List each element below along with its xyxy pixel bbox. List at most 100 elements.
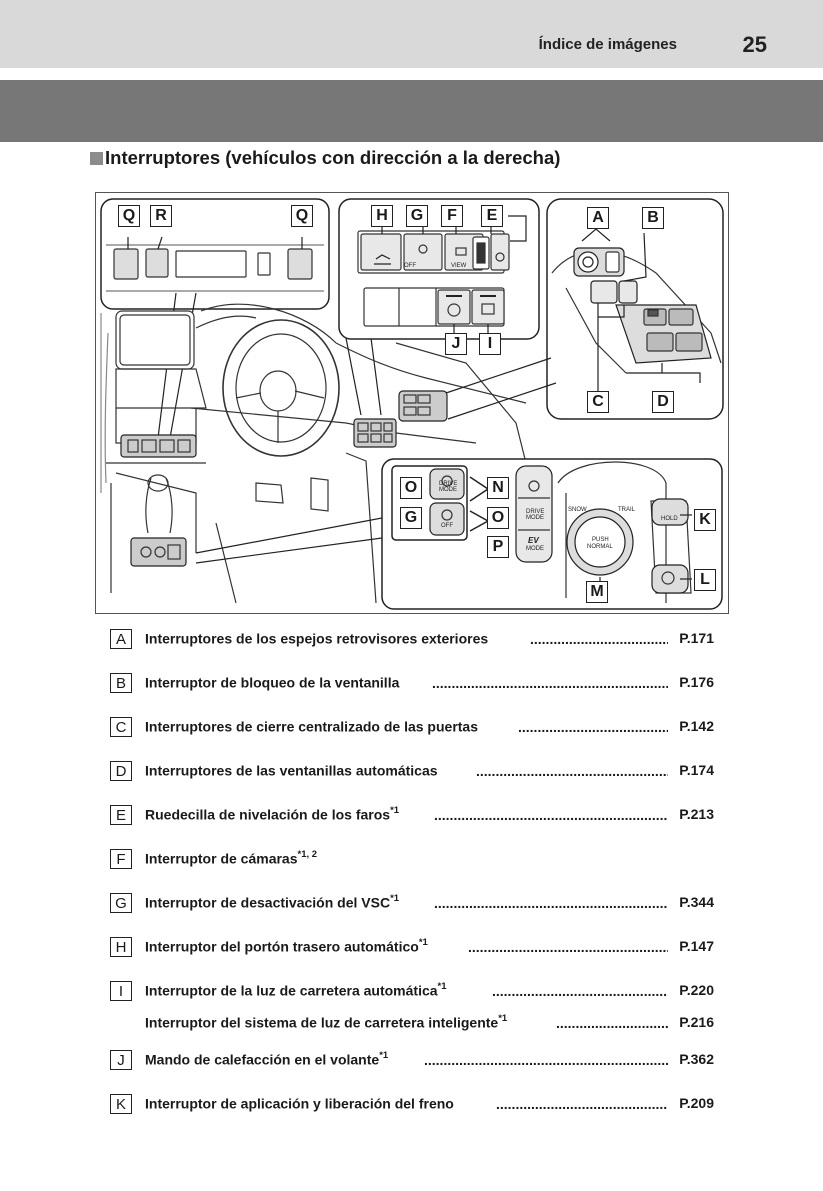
callout-g-bottom: G: [400, 507, 422, 529]
snow-text: SNOW: [568, 507, 587, 513]
page-link[interactable]: P.362: [678, 1051, 714, 1067]
ref-letter: I: [110, 981, 132, 1001]
camera-view-text: VIEW: [451, 263, 467, 269]
title-band: [0, 80, 823, 142]
list-item: I Interruptor de la luz de carretera aut…: [110, 980, 714, 1002]
page-link[interactable]: P.176: [678, 674, 714, 690]
callout-o-right: O: [487, 507, 509, 529]
drive-mode-text-4: MODE: [526, 515, 544, 521]
ref-letter: H: [110, 937, 132, 957]
callout-a: A: [587, 207, 609, 229]
page-link[interactable]: P.209: [678, 1095, 714, 1111]
leader-dots: ........................................…: [476, 763, 668, 779]
list-item: Interruptor del sistema de luz de carret…: [110, 1012, 714, 1034]
leader-dots: ........................................…: [434, 807, 668, 823]
list-item: D Interruptores de las ventanillas autom…: [110, 760, 714, 782]
page-number: 25: [742, 32, 767, 57]
ref-text: Interruptor del portón trasero automátic…: [145, 937, 428, 955]
heading-text: Interruptores (vehículos con dirección a…: [105, 147, 561, 168]
callout-m: M: [586, 581, 608, 603]
leader-dots: ........................................…: [530, 631, 668, 647]
page-link[interactable]: P.220: [678, 982, 714, 998]
callout-b: B: [642, 207, 664, 229]
leader-dots: ........................................…: [432, 675, 668, 691]
drive-mode-text-2: MODE: [439, 487, 457, 493]
callout-i: I: [479, 333, 501, 355]
callout-g-top: G: [406, 205, 428, 227]
ev-text: EV: [528, 536, 539, 545]
ref-letter: J: [110, 1050, 132, 1070]
cockpit-illustration: OFF VIEW DRIVE MODE OFF DRIVE MODE EV MO…: [100, 198, 724, 610]
list-item: F Interruptor de cámaras*1, 2: [110, 848, 710, 870]
page-link[interactable]: P.171: [678, 630, 714, 646]
ref-text: Interruptor de cámaras*1, 2: [145, 849, 318, 867]
leader-dots: ........................................…: [492, 983, 668, 999]
page-link[interactable]: P.213: [678, 806, 714, 822]
ref-letter: A: [110, 629, 132, 649]
callout-p: P: [487, 536, 509, 558]
ref-text: Interruptor de desactivación del VSC*1: [145, 893, 400, 911]
page-link[interactable]: P.174: [678, 762, 714, 778]
callout-d: D: [652, 391, 674, 413]
heading-square-icon: [90, 151, 103, 165]
leader-dots: ........................................…: [556, 1015, 668, 1031]
callout-f: F: [441, 205, 463, 227]
ref-text: Ruedecilla de nivelación de los faros*1: [145, 805, 400, 823]
section-title: Índice de imágenes: [538, 36, 677, 53]
callout-o-left: O: [400, 477, 422, 499]
list-item: A Interruptores de los espejos retroviso…: [110, 628, 714, 650]
ref-letter: B: [110, 673, 132, 693]
list-item: C Interruptores de cierre centralizado d…: [110, 716, 714, 738]
ref-letter: F: [110, 849, 132, 869]
vsc-off-text: OFF: [404, 263, 416, 269]
page-link[interactable]: P.216: [678, 1014, 714, 1030]
drive-mode-text-1: DRIVE: [439, 481, 457, 487]
page-link[interactable]: P.142: [678, 718, 714, 734]
normal-text: NORMAL: [587, 544, 613, 550]
ref-letter: G: [110, 893, 132, 913]
vsc-off-text-2: OFF: [441, 523, 453, 529]
page-link[interactable]: P.147: [678, 938, 714, 954]
list-item: K Interruptor de aplicación y liberación…: [110, 1093, 714, 1115]
ref-letter: K: [110, 1094, 132, 1114]
ev-mode-text: MODE: [526, 546, 544, 552]
ref-text: Interruptores de cierre centralizado de …: [145, 718, 479, 735]
callout-l: L: [694, 569, 716, 591]
list-item: G Interruptor de desactivación del VSC*1…: [110, 892, 714, 914]
callout-e: E: [481, 205, 503, 227]
switch-location-figure: OFF VIEW DRIVE MODE OFF DRIVE MODE EV MO…: [95, 192, 729, 614]
list-item: B Interruptor de bloqueo de la ventanill…: [110, 672, 714, 694]
callout-h: H: [371, 205, 393, 227]
ref-text: Interruptor de la luz de carretera autom…: [145, 981, 447, 999]
callout-r: R: [150, 205, 172, 227]
ref-text: Mando de calefacción en el volante*1: [145, 1050, 389, 1068]
page-link[interactable]: P.344: [678, 894, 714, 910]
header-band: [0, 0, 823, 68]
leader-dots: ........................................…: [434, 895, 668, 911]
callout-q-right: Q: [291, 205, 313, 227]
page-heading: Interruptores (vehículos con dirección a…: [90, 147, 560, 169]
trail-text: TRAIL: [618, 507, 636, 513]
ref-text: Interruptores de las ventanillas automát…: [145, 762, 438, 779]
ref-text: Interruptores de los espejos retrovisore…: [145, 630, 489, 647]
list-item: H Interruptor del portón trasero automát…: [110, 936, 714, 958]
ref-text: Interruptor de aplicación y liberación d…: [145, 1095, 454, 1112]
callout-c: C: [587, 391, 609, 413]
push-text: PUSH: [592, 537, 609, 543]
list-item: E Ruedecilla de nivelación de los faros*…: [110, 804, 714, 826]
hold-text: HOLD: [661, 516, 678, 522]
leader-dots: ........................................…: [496, 1096, 668, 1112]
leader-dots: ........................................…: [468, 939, 668, 955]
callout-j: J: [445, 333, 467, 355]
ref-letter: C: [110, 717, 132, 737]
callout-q-left: Q: [118, 205, 140, 227]
leader-dots: ........................................…: [518, 719, 668, 735]
ref-text: Interruptor del sistema de luz de carret…: [145, 1013, 508, 1031]
drive-mode-text-3: DRIVE: [526, 509, 544, 515]
callout-n: N: [487, 477, 509, 499]
leader-dots: ........................................…: [424, 1052, 668, 1068]
ref-letter: E: [110, 805, 132, 825]
ref-text: Interruptor de bloqueo de la ventanilla: [145, 674, 400, 691]
callout-k: K: [694, 509, 716, 531]
ref-letter: D: [110, 761, 132, 781]
